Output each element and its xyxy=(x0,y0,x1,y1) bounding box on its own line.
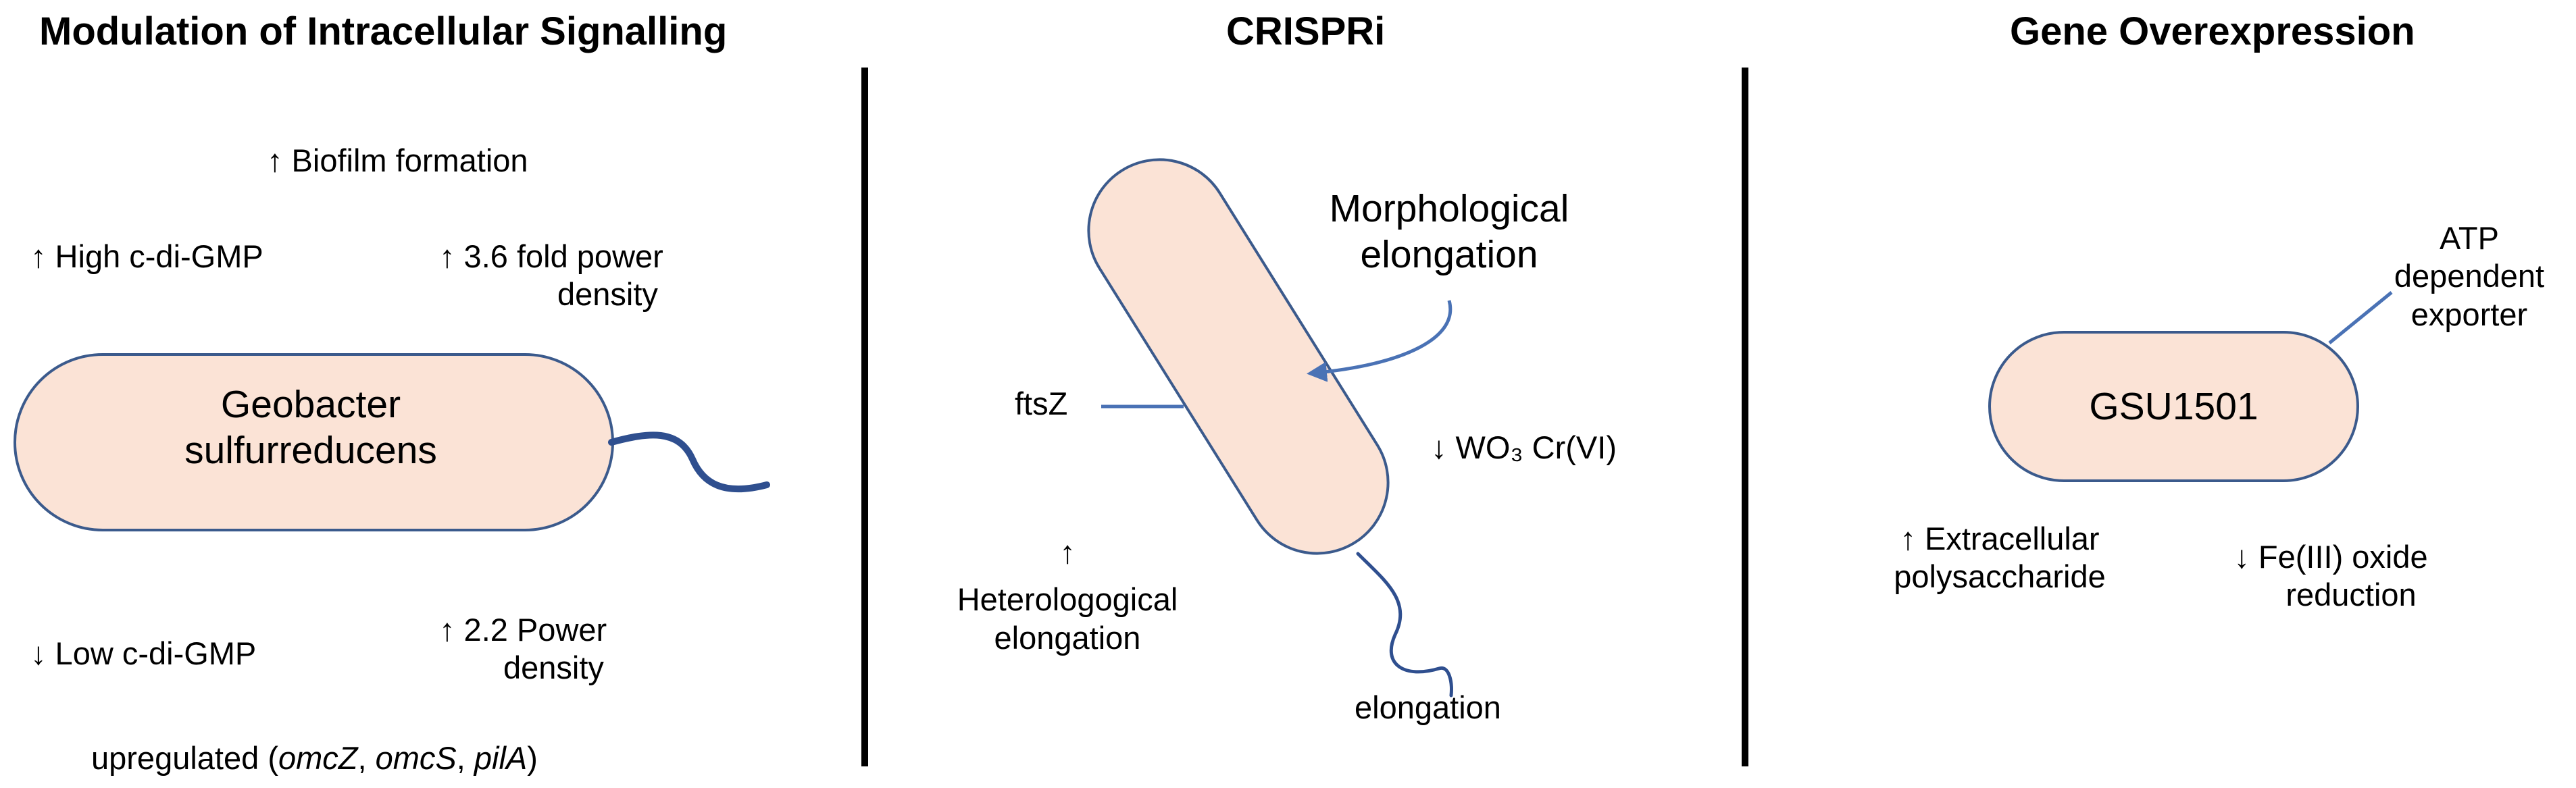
gsu1501-cell xyxy=(1988,331,2359,482)
atp-line3: exporter xyxy=(2410,296,2528,332)
geobacter-flagellum xyxy=(608,431,770,493)
gene-omcs: omcS xyxy=(375,740,457,776)
atp-exporter-label: ATP dependent exporter xyxy=(2371,219,2567,334)
fold-power-line1: ↑ 3.6 fold power xyxy=(439,238,663,274)
crispri-title: CRISPRi xyxy=(1226,9,1386,53)
geobacter-name-line1: Geobacter xyxy=(220,383,401,426)
heterological-elongation-label: ↑ Heterologogical elongation xyxy=(932,533,1203,657)
panel-divider-right xyxy=(1742,68,1748,766)
fe-line2: reduction xyxy=(2285,577,2417,613)
low-cdigmp-label: ↓ Low c-di-GMP xyxy=(30,635,257,671)
high-cdigmp-label: ↑ High c-di-GMP xyxy=(30,238,263,274)
upregulated-prefix: upregulated ( xyxy=(91,740,278,776)
morph-line2: elongation xyxy=(1360,233,1538,277)
ftsz-label: ftsZ xyxy=(1015,386,1068,421)
morphological-elongation-label: Morphological elongation xyxy=(1294,186,1605,278)
panel-divider-left xyxy=(861,68,868,766)
morphological-arrow xyxy=(1307,300,1453,382)
hetero-arrow: ↑ xyxy=(1059,534,1076,570)
power-22-density-label: ↑ 2.2 Power density xyxy=(439,611,709,687)
crispri-cell xyxy=(1087,158,1390,555)
atp-line2: dependent xyxy=(2394,258,2545,294)
power22-line1: ↑ 2.2 Power xyxy=(439,612,607,648)
gene-sep-2: , xyxy=(456,740,474,776)
upregulated-genes-label: upregulated (omcZ, omcS, pilA) xyxy=(91,739,538,777)
overexpression-title: Gene Overexpression xyxy=(2010,9,2415,53)
geobacter-name-line2: sulfurreducens xyxy=(184,429,437,473)
gsu1501-cell-label: GSU1501 xyxy=(2089,385,2258,428)
biofilm-formation-label: ↑ Biofilm formation xyxy=(267,142,528,178)
hetero-line1: Heterologogical xyxy=(957,581,1178,618)
gene-pila: pilA xyxy=(474,740,528,776)
fold-power-density-label: ↑ 3.6 fold power density xyxy=(439,238,817,314)
crispri-flagellum xyxy=(1356,552,1453,698)
eps-line1: ↑ Extracellular xyxy=(1900,521,2100,556)
fold-power-line2: density xyxy=(557,276,658,313)
hetero-line2: elongation xyxy=(994,619,1141,656)
signalling-title: Modulation of Intracellular Signalling xyxy=(39,9,728,53)
extracellular-polysaccharide-label: ↑ Extracellular polysaccharide xyxy=(1865,520,2135,596)
atp-exporter-pointer-line xyxy=(2328,291,2393,344)
gene-omcz: omcZ xyxy=(278,740,358,776)
elongation-label: elongation xyxy=(1355,689,1501,725)
upregulated-suffix: ) xyxy=(527,740,538,776)
gene-sep-1: , xyxy=(357,740,376,776)
fe-line1: ↓ Fe(III) oxide xyxy=(2233,539,2428,575)
power22-line2: density xyxy=(503,650,604,686)
eps-line2: polysaccharide xyxy=(1894,558,2106,595)
geobacter-cell-label: Geobacter sulfurreducens xyxy=(149,382,473,474)
fe-oxide-reduction-label: ↓ Fe(III) oxide reduction xyxy=(2209,538,2452,614)
morph-line1: Morphological xyxy=(1329,187,1569,230)
wo3-crvi-label: ↓ WO₃ Cr(VI) xyxy=(1431,429,1617,465)
atp-line1: ATP xyxy=(2440,220,2499,256)
